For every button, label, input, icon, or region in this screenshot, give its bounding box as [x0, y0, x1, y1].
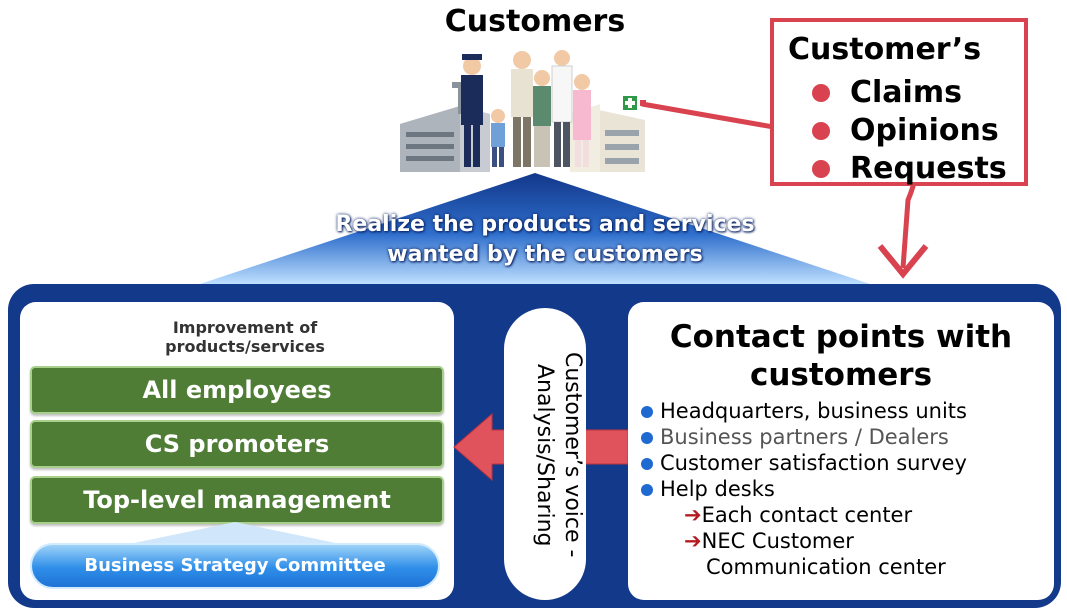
- voice-item-opinions: Opinions: [812, 112, 1007, 150]
- contact-points-panel: [628, 302, 1054, 600]
- arrow-right-icon: ➔: [684, 529, 702, 553]
- voice-analysis-text: Customer’s voice - Analysis/Sharing: [532, 352, 585, 558]
- banner-text: Realize the products and services wanted…: [250, 210, 840, 270]
- bullet-dot-icon: [641, 484, 653, 496]
- arrow-right-icon: ➔: [684, 503, 702, 527]
- contact-points-title: Contact points with customers: [669, 319, 1013, 393]
- committee-connector: [120, 522, 350, 546]
- voice-item-requests: Requests: [812, 150, 1007, 188]
- banner-line-1: Realize the products and services: [335, 212, 755, 237]
- all-employees-bar: All employees: [30, 366, 444, 414]
- contact-subitem: ➔NEC Customer: [684, 529, 854, 553]
- contact-item: Business partners / Dealers: [640, 424, 967, 450]
- bullet-dot-icon: [641, 406, 653, 418]
- voice-list: Claims Opinions Requests: [812, 74, 1007, 188]
- banner-line-2: wanted by the customers: [387, 242, 703, 267]
- customers-title: Customers: [444, 4, 626, 39]
- customer-voice-box: Customer’s Claims Opinions Requests: [770, 18, 1028, 186]
- business-strategy-committee: Business Strategy Committee: [30, 543, 440, 589]
- banner-triangle: [200, 173, 870, 284]
- bullet-dot-icon: [641, 458, 653, 470]
- contact-item: Help desks: [640, 476, 967, 502]
- voice-analysis-pill: [504, 308, 586, 600]
- bullet-dot-icon: [812, 160, 830, 178]
- contact-subitem: ➔Each contact center: [684, 503, 913, 527]
- voice-box-heading: Customer’s: [788, 32, 982, 67]
- bullet-dot-icon: [641, 432, 653, 444]
- bullet-dot-icon: [812, 122, 830, 140]
- bullet-dot-icon: [812, 84, 830, 102]
- customers-illustration: [400, 50, 645, 172]
- contact-subitem-continued: Communication center: [706, 555, 946, 579]
- contact-item: Customer satisfaction survey: [640, 450, 967, 476]
- contact-item: Headquarters, business units: [640, 398, 967, 424]
- voice-item-claims: Claims: [812, 74, 1007, 112]
- cs-promoters-bar: CS promoters: [30, 420, 444, 468]
- top-level-management-bar: Top-level management: [30, 476, 444, 524]
- contact-points-list: Headquarters, business units Business pa…: [640, 398, 967, 580]
- improvement-title: Improvement of products/services: [165, 318, 325, 356]
